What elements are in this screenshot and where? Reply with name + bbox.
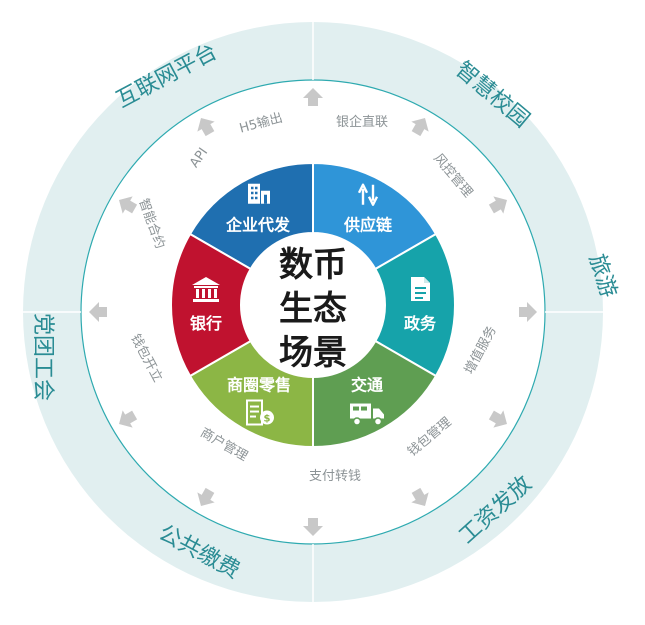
inward-arrow-icon	[303, 88, 323, 106]
inward-arrow-icon	[411, 487, 429, 506]
sector-label-2: 供应链	[343, 216, 393, 235]
inward-arrow-icon	[119, 196, 138, 214]
outer-label-6: 党团工会	[30, 313, 55, 401]
inward-arrow-icon	[488, 410, 507, 428]
truck-icon	[350, 403, 384, 426]
center-title-line-2: 生态	[279, 289, 347, 329]
inward-arrow-icon	[411, 118, 429, 137]
building-icon	[248, 183, 270, 204]
sector-label-3: 政务	[404, 314, 437, 333]
center-title-line-3: 场景	[279, 333, 347, 373]
up-down-arrows-icon	[357, 183, 379, 206]
inward-arrow-icon	[197, 118, 215, 137]
sector-label-5: 商圈零售	[227, 376, 291, 395]
separator-lines	[23, 22, 603, 602]
document-icon	[411, 277, 430, 301]
sector-label-4: 交通	[351, 376, 383, 395]
inward-arrow-icon	[519, 302, 537, 322]
inward-arrow-icon	[303, 518, 323, 536]
inward-arrow-icon	[488, 196, 507, 214]
svg-text:$: $	[264, 414, 271, 425]
sector-label-6: 银行	[190, 314, 222, 333]
inner-label-1: 银企直联	[336, 114, 388, 130]
inward-arrow-icon	[197, 487, 215, 506]
receipt-coin-icon: $	[246, 399, 274, 426]
inward-arrow-icon	[119, 410, 138, 428]
bank-icon	[192, 277, 220, 302]
center-title-line-1: 数币	[279, 245, 347, 285]
sector-label-1: 企业代发	[225, 216, 291, 235]
arrows-layer	[89, 88, 537, 536]
inward-arrow-icon	[89, 302, 107, 322]
inner-label-5: 支付转钱	[309, 469, 361, 484]
center-circle	[241, 233, 385, 377]
